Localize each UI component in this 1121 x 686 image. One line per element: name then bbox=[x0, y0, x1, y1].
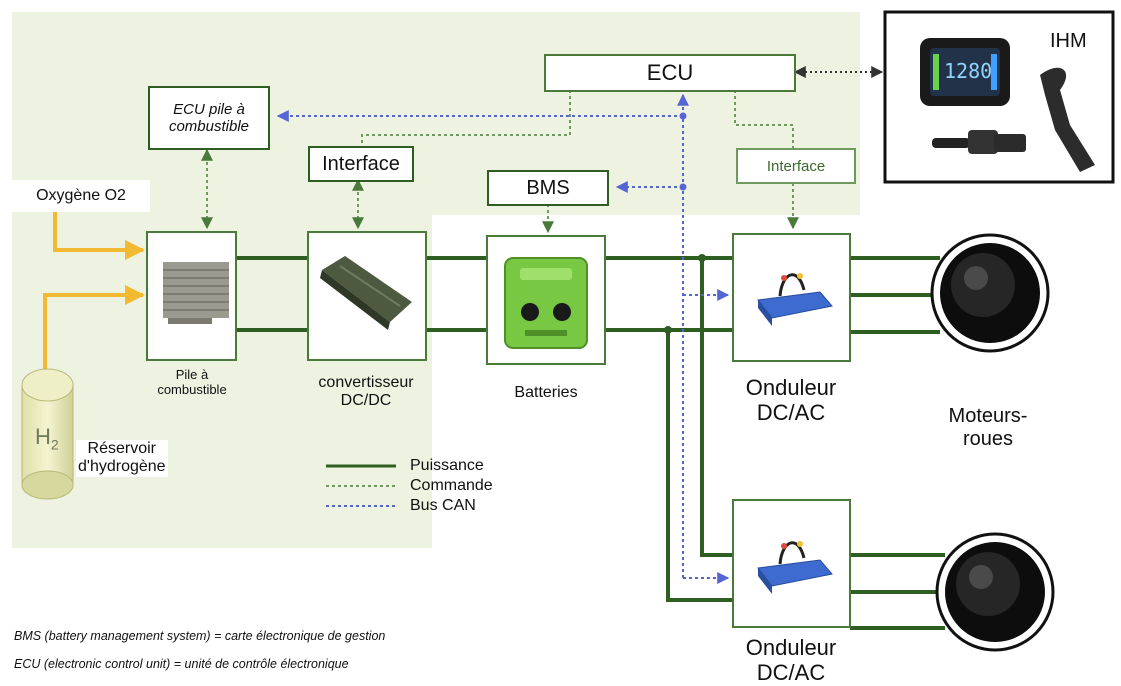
hmi-display-image bbox=[920, 38, 1010, 106]
oxygen-label: Oxygène O2 bbox=[36, 187, 126, 204]
command-lines bbox=[201, 90, 799, 234]
hmi-display-value: 1280 bbox=[944, 59, 993, 83]
inverter-image-2 bbox=[757, 541, 833, 594]
dcdc-converter-label: convertisseur DC/DC bbox=[318, 374, 414, 410]
ecu-fuel-cell-box: ECU pile à combustible bbox=[148, 86, 270, 150]
power-lines bbox=[236, 256, 945, 630]
interface-dcdc-box: Interface bbox=[308, 146, 414, 182]
footnote-ecu: ECU (electronic control unit) = unité de… bbox=[14, 657, 349, 671]
throttle-grip-image bbox=[932, 130, 1026, 154]
can-bus-lines bbox=[276, 93, 730, 584]
legend-power: Puissance bbox=[410, 457, 484, 474]
legend-can-bus: Bus CAN bbox=[410, 497, 476, 514]
gas-supply-arrows bbox=[43, 212, 145, 375]
bms-label: BMS bbox=[526, 176, 570, 199]
ecu-box: ECU bbox=[544, 54, 796, 92]
dcdc-converter-image bbox=[320, 256, 412, 330]
oxygen-box: Oxygène O2 bbox=[12, 180, 150, 212]
legend: Puissance Commande Bus CAN bbox=[322, 455, 532, 527]
wheel-motor-1 bbox=[930, 233, 1050, 353]
inverter-label-2: Onduleur DC/AC bbox=[745, 635, 837, 686]
reservoir-label: Réservoir d'hydrogène bbox=[76, 440, 168, 477]
ecu-pile-line1: ECU pile à bbox=[173, 101, 245, 118]
legend-command: Commande bbox=[410, 477, 493, 494]
interface-dcdc-label: Interface bbox=[322, 152, 400, 175]
ihm-label: IHM bbox=[1050, 30, 1087, 52]
fuel-cell-image bbox=[163, 262, 229, 324]
brake-pedal-image bbox=[1040, 67, 1095, 172]
hydrogen-symbol: H2 bbox=[35, 424, 59, 453]
inverter-image-1 bbox=[757, 273, 833, 326]
ecu-pile-line2: combustible bbox=[168, 118, 250, 135]
hydrogen-tank bbox=[21, 368, 74, 500]
inverter-label-1: Onduleur DC/AC bbox=[745, 375, 837, 426]
fuel-cell-label: Pile à combustible bbox=[157, 367, 227, 397]
battery-label: Batteries bbox=[514, 384, 578, 401]
interface-inverter-box: Interface bbox=[736, 148, 856, 184]
footnote-bms: BMS (battery management system) = carte … bbox=[14, 629, 386, 643]
ecu-label: ECU bbox=[646, 60, 694, 85]
battery-image bbox=[504, 257, 588, 349]
wheel-motor-2 bbox=[935, 532, 1055, 652]
interface-inverter-label: Interface bbox=[766, 157, 826, 175]
wheel-motors-label: Moteurs- roues bbox=[948, 405, 1028, 450]
bms-box: BMS bbox=[487, 170, 609, 206]
